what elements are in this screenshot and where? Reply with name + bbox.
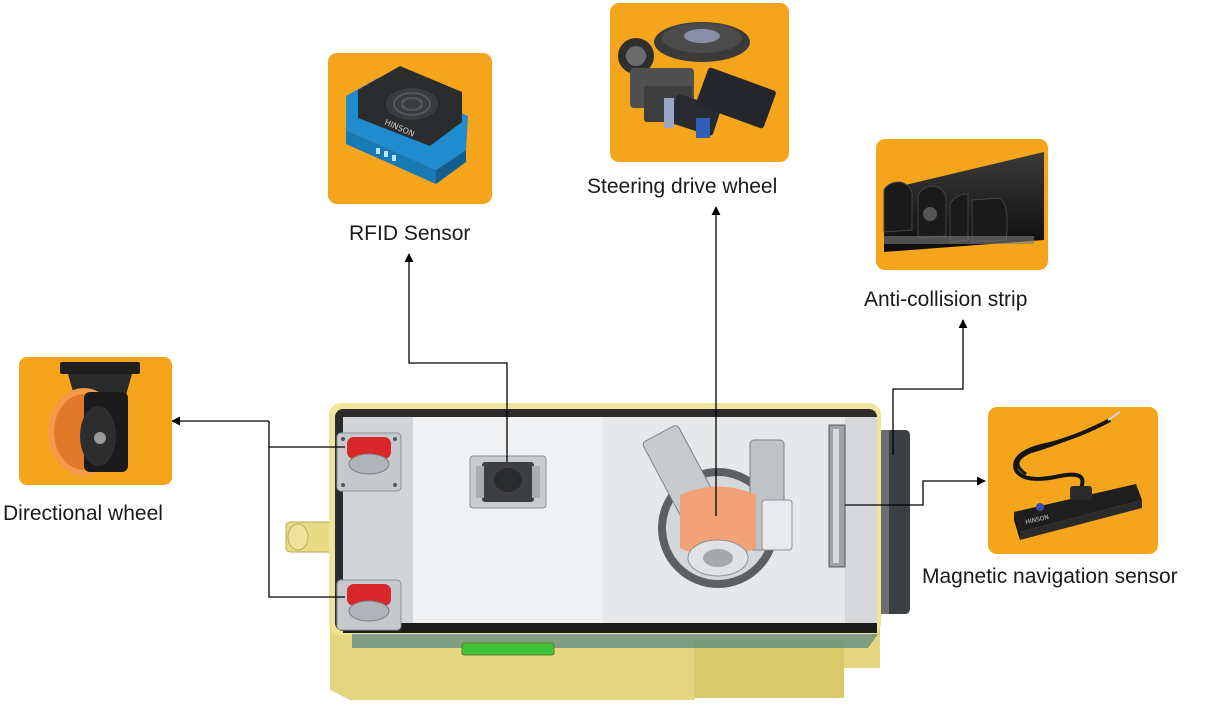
- tile-rfid-sensor: HINSON: [328, 53, 492, 204]
- connector-magnetic-sensor: [845, 476, 986, 506]
- tile-directional-wheel: [19, 357, 172, 485]
- rfid-sensor-icon: HINSON: [346, 66, 468, 184]
- tile-anti-collision-strip: [876, 139, 1048, 270]
- label-directional-wheel: Directional wheel: [3, 502, 163, 525]
- label-rfid-sensor: RFID Sensor: [349, 222, 471, 245]
- chassis-magnetic-sensor: [828, 424, 846, 568]
- connector-rfid: [404, 253, 508, 462]
- chassis-rfid-sensor: [469, 455, 547, 509]
- chassis-caster-top: [336, 432, 402, 492]
- chassis-steering-drive-wheel: [642, 425, 793, 588]
- chassis-anti-collision-bumper: [881, 430, 910, 614]
- drive-wheel-icon: [618, 22, 776, 138]
- rubber-strip-icon: [883, 152, 1044, 252]
- tile-magnetic-navigation-sensor: HINSON: [988, 407, 1158, 554]
- label-steering-drive-wheel: Steering drive wheel: [587, 175, 778, 198]
- connector-anti-collision: [892, 319, 968, 455]
- caster-wheel-icon: [48, 362, 140, 476]
- label-anti-collision-strip: Anti-collision strip: [864, 288, 1028, 311]
- label-magnetic-navigation-sensor: Magnetic navigation sensor: [922, 565, 1178, 588]
- magnetic-sensor-icon: HINSON: [1013, 411, 1142, 540]
- tile-steering-drive-wheel: [610, 3, 789, 162]
- connector-directional-wheel: [268, 446, 345, 598]
- connector-lines: [171, 206, 986, 598]
- chassis-caster-bottom: [336, 579, 402, 631]
- tow-hitch: [285, 521, 335, 553]
